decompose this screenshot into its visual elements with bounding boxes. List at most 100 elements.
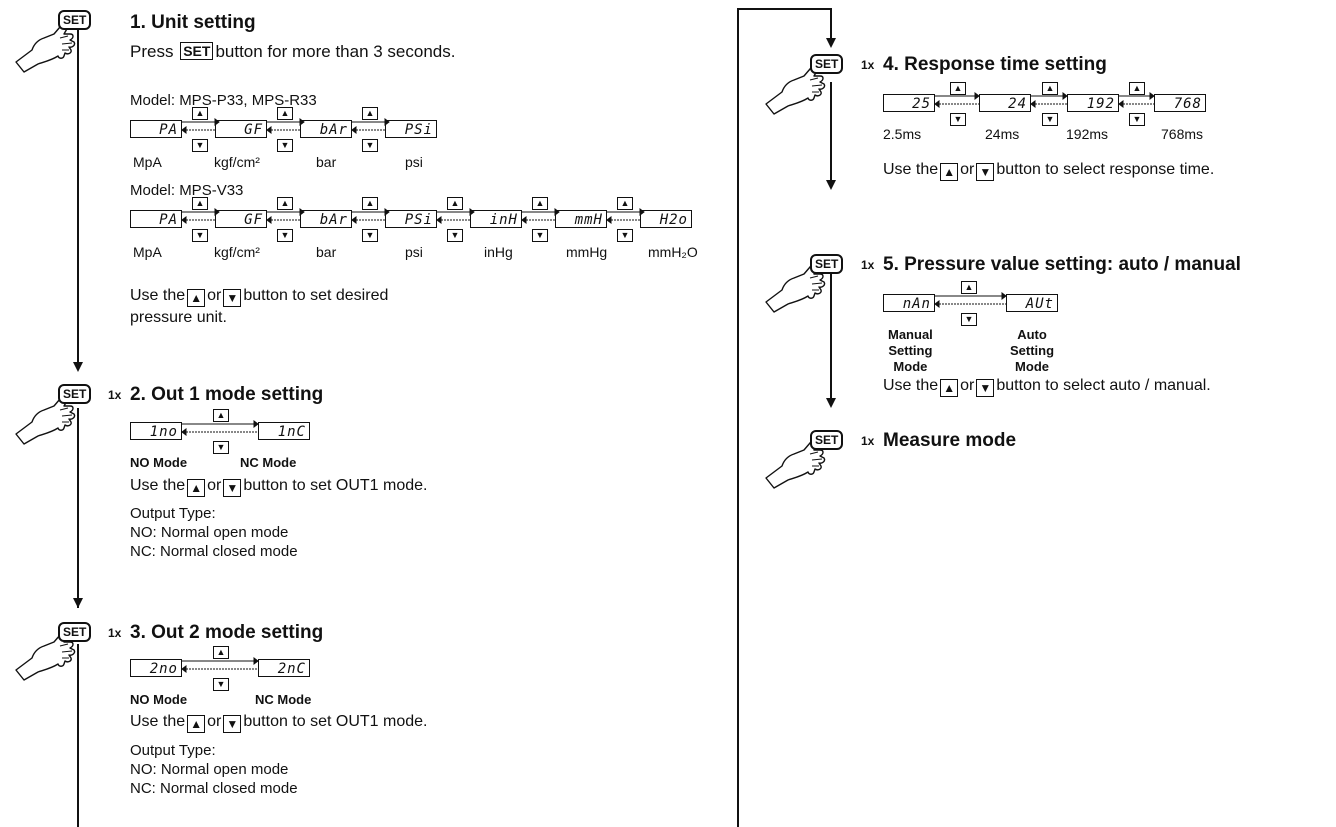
down-button[interactable]: ▼ [277, 139, 293, 152]
display-24: 24 [979, 94, 1031, 112]
up-button[interactable]: ▲ [277, 107, 293, 120]
use-prefix: Use the [883, 377, 939, 394]
flow-arrow-right-2 [826, 398, 836, 408]
press-suffix: button for more than 3 seconds. [215, 42, 456, 61]
caption-192ms: 192ms [1066, 126, 1109, 142]
step2-count: 1x [108, 388, 122, 402]
measure-mode-title: Measure mode [883, 430, 1017, 451]
up-inline-icon: ▲ [187, 479, 206, 497]
up-button[interactable]: ▲ [362, 197, 378, 210]
down-button[interactable]: ▼ [362, 229, 378, 242]
set-button-step3[interactable]: SET [58, 622, 92, 642]
up-button[interactable]: ▲ [277, 197, 293, 210]
display-25: 25 [883, 94, 935, 112]
use-suffix: button to set OUT1 mode. [243, 477, 428, 494]
down-button[interactable]: ▼ [447, 229, 463, 242]
or-text: or [960, 377, 975, 394]
up-button[interactable]: ▲ [192, 197, 208, 210]
caption-mpa-b: MpA [133, 244, 162, 260]
up-button[interactable]: ▲ [950, 82, 966, 95]
display-mmh: mmH [555, 210, 607, 228]
caption-24ms: 24ms [985, 126, 1020, 142]
use-prefix: Use the [883, 161, 939, 178]
model-b-arrows [182, 208, 645, 224]
display-1no: 1no [130, 422, 182, 440]
down-button[interactable]: ▼ [213, 441, 229, 454]
or-text: or [960, 161, 975, 178]
display-192: 192 [1067, 94, 1119, 112]
step2-title: 2. Out 1 mode setting [130, 384, 324, 405]
step1-use-text: Use the▲or▼button to set desired [130, 286, 388, 307]
set-button-step2[interactable]: SET [58, 384, 92, 404]
connector-horizontal [737, 8, 831, 10]
up-button[interactable]: ▲ [961, 281, 977, 294]
down-button[interactable]: ▼ [961, 313, 977, 326]
down-button[interactable]: ▼ [617, 229, 633, 242]
down-button[interactable]: ▼ [532, 229, 548, 242]
auto-caption-line1: Auto [1017, 327, 1047, 342]
step3-title: 3. Out 2 mode setting [130, 622, 324, 643]
display-pa: PA [130, 120, 182, 138]
display-aut: AUt [1006, 294, 1058, 312]
up-button[interactable]: ▲ [362, 107, 378, 120]
down-button[interactable]: ▼ [950, 113, 966, 126]
display-bar: bAr [300, 120, 352, 138]
step2-nc-desc: NC: Normal closed mode [130, 543, 298, 560]
step3-count: 1x [108, 626, 122, 640]
step4-use-text: Use the▲or▼button to select response tim… [883, 160, 1214, 181]
flow-line-right-2 [830, 274, 832, 402]
set-button-step1[interactable]: SET [58, 10, 92, 30]
down-button[interactable]: ▼ [192, 229, 208, 242]
up-button[interactable]: ▲ [192, 107, 208, 120]
down-button[interactable]: ▼ [1129, 113, 1145, 126]
set-inline-button: SET [180, 42, 214, 60]
flow-arrow-left-1 [73, 362, 83, 372]
down-button[interactable]: ▼ [192, 139, 208, 152]
flow-line-left-1 [77, 30, 79, 370]
up-button[interactable]: ▲ [532, 197, 548, 210]
down-inline-icon: ▼ [223, 479, 242, 497]
step2-no-desc: NO: Normal open mode [130, 524, 289, 541]
step3-use-text: Use the▲or▼button to set OUT1 mode. [130, 712, 427, 733]
up-button[interactable]: ▲ [213, 409, 229, 422]
caption-psi-b: psi [405, 244, 423, 260]
step4-title: 4. Response time setting [883, 54, 1107, 75]
up-inline-icon: ▲ [187, 289, 206, 307]
or-text: or [207, 713, 222, 730]
display-inh: inH [470, 210, 522, 228]
down-inline-icon: ▼ [976, 163, 995, 181]
up-button[interactable]: ▲ [1129, 82, 1145, 95]
use-prefix: Use the [130, 477, 186, 494]
step5-title: 5. Pressure value setting: auto / manual [883, 254, 1241, 275]
up-button[interactable]: ▲ [617, 197, 633, 210]
caption-768ms: 768ms [1161, 126, 1204, 142]
down-button[interactable]: ▼ [362, 139, 378, 152]
up-button[interactable]: ▲ [1042, 82, 1058, 95]
up-inline-icon: ▲ [187, 715, 206, 733]
step1-use-line2: pressure unit. [130, 309, 227, 326]
caption-mpa: MpA [133, 154, 162, 170]
up-inline-icon: ▲ [940, 163, 959, 181]
down-button[interactable]: ▼ [1042, 113, 1058, 126]
up-button[interactable]: ▲ [213, 646, 229, 659]
step5-count: 1x [861, 258, 875, 272]
set-button-step5[interactable]: SET [810, 254, 844, 274]
step2-use-text: Use the▲or▼button to set OUT1 mode. [130, 476, 427, 497]
display-2nc: 2nC [258, 659, 310, 677]
model-a-label: Model: MPS-P33, MPS-R33 [130, 92, 317, 109]
set-button-step6[interactable]: SET [810, 430, 844, 450]
step3-arrows [182, 657, 259, 673]
down-button[interactable]: ▼ [213, 678, 229, 691]
auto-caption: Auto Setting Mode [1010, 327, 1054, 375]
use-prefix: Use the [130, 287, 186, 304]
caption-kgf: kgf/cm² [214, 154, 260, 170]
model-a-arrows [182, 118, 390, 134]
auto-caption-line2: Setting [1010, 343, 1055, 358]
set-button-step4[interactable]: SET [810, 54, 844, 74]
display-gf: GF [215, 120, 267, 138]
up-button[interactable]: ▲ [447, 197, 463, 210]
flow-line-left-2 [77, 408, 79, 608]
display-psi: PSi [385, 120, 437, 138]
down-button[interactable]: ▼ [277, 229, 293, 242]
